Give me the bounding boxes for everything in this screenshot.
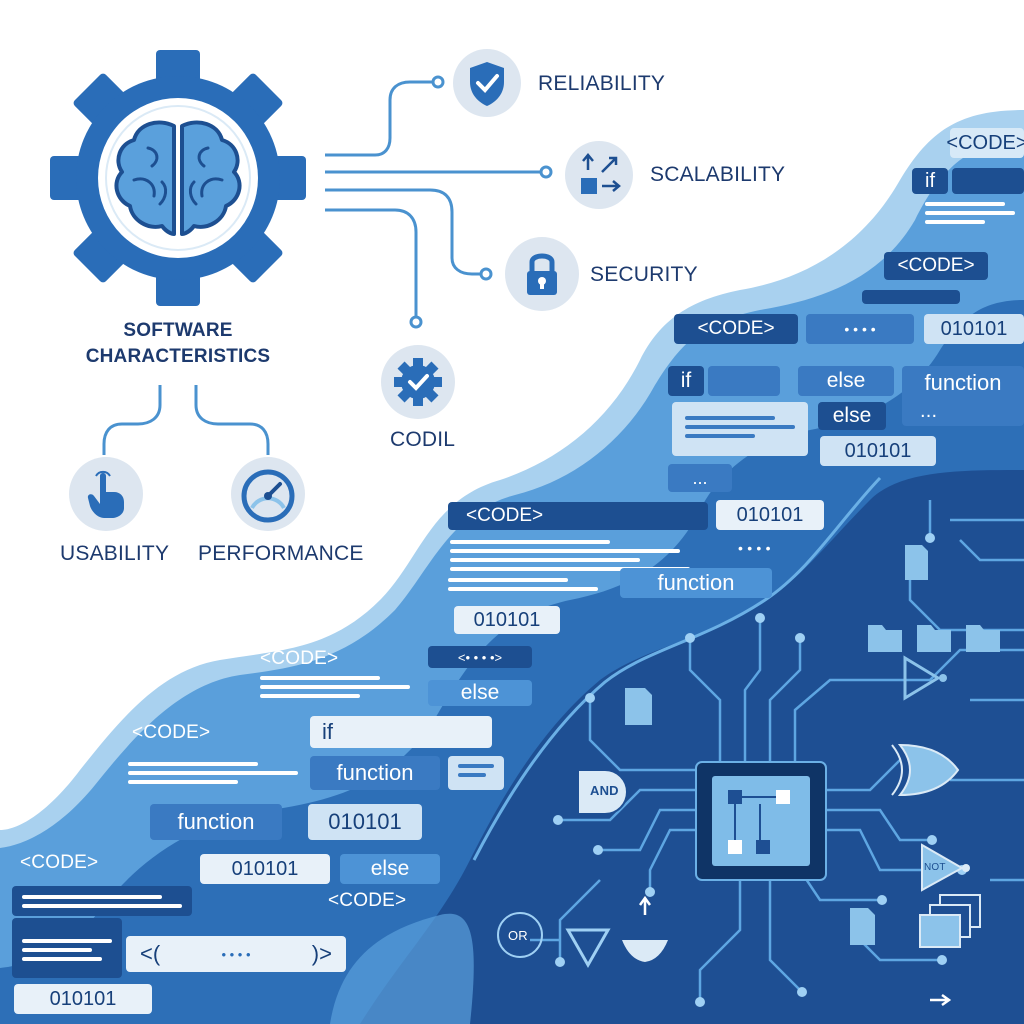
code-lines xyxy=(128,762,298,789)
arrows-chip: <( • • • • )> xyxy=(126,936,346,972)
code-chip: <CODE> xyxy=(884,252,988,280)
code-text: <CODE> xyxy=(328,890,407,911)
else-chip: else xyxy=(798,366,894,396)
code-block xyxy=(12,918,122,978)
code-lines xyxy=(260,676,410,703)
or-gate-icon xyxy=(497,912,543,958)
label-scalability: SCALABILITY xyxy=(650,163,786,186)
code-lines xyxy=(450,540,710,576)
dots-text: • • • • xyxy=(738,540,771,556)
label-reliability: RELIABILITY xyxy=(538,72,666,95)
connector-lines xyxy=(102,75,553,455)
binary-chip: 010101 xyxy=(716,500,824,530)
binary-chip: 010101 xyxy=(454,606,560,634)
code-mini-block xyxy=(448,756,504,790)
speedometer-icon xyxy=(231,457,305,531)
code-text: <CODE> xyxy=(260,648,339,669)
code-block xyxy=(12,886,192,916)
xor-gate-icon xyxy=(891,743,960,797)
arrows-dots: • • • • xyxy=(221,946,251,962)
label-codil: CODIL xyxy=(390,428,456,451)
function-chip: function xyxy=(150,804,282,840)
shield-check-icon xyxy=(453,49,521,117)
code-text: <CODE> xyxy=(132,722,211,743)
else-chip: else xyxy=(340,854,440,884)
code-block xyxy=(672,402,808,456)
code-chip: <CODE> xyxy=(448,502,708,530)
code-bar xyxy=(708,366,780,396)
scale-arrows-icon xyxy=(565,141,633,209)
if-chip: if xyxy=(668,366,704,396)
ellipsis-text: ... xyxy=(920,400,938,422)
or-gate-label: OR xyxy=(508,928,528,943)
binary-chip: 010101 xyxy=(820,436,936,466)
else-chip: else xyxy=(818,402,886,430)
brain-gear-icon xyxy=(50,50,306,306)
hub-title-line2: CHARACTERISTICS xyxy=(85,346,271,367)
not-gate-label: NOT xyxy=(924,862,946,873)
hub-title-line1: SOFTWARE xyxy=(123,320,233,341)
arrow-dots-chip: <• • • •> xyxy=(428,646,532,668)
if-chip: if xyxy=(310,716,492,748)
code-lines xyxy=(448,578,608,596)
label-usability: USABILITY xyxy=(60,542,170,565)
function-keyword: function xyxy=(924,370,1002,395)
label-performance: PERFORMANCE xyxy=(198,542,364,565)
code-lines xyxy=(925,202,1015,229)
cpu-chip-icon xyxy=(695,761,827,881)
code-bar xyxy=(952,168,1024,194)
file-icons xyxy=(625,545,928,945)
buffer-gate-icon xyxy=(903,655,947,701)
folder-icons xyxy=(868,625,1000,652)
function-block: function xyxy=(902,366,1024,426)
code-text: <CODE> xyxy=(20,852,99,873)
gear-check-icon xyxy=(381,345,455,419)
arrows-left: <( xyxy=(140,941,161,966)
not-gate-icon xyxy=(921,843,970,892)
binary-chip: 010101 xyxy=(200,854,330,884)
triangle-gate-icon xyxy=(565,928,611,969)
up-arrow-icon xyxy=(638,895,652,915)
padlock-icon xyxy=(505,237,579,311)
and-gate-icon xyxy=(577,769,628,815)
arrows-right: )> xyxy=(311,941,332,966)
hub-title: SOFTWARE CHARACTERISTICS xyxy=(60,318,296,370)
and-gate-label: AND xyxy=(590,783,619,798)
binary-chip: 010101 xyxy=(308,804,422,840)
dots-chip: • • • • xyxy=(806,314,914,344)
function-chip: function xyxy=(620,568,772,598)
stacked-layers-icon xyxy=(919,894,981,948)
binary-chip: 010101 xyxy=(14,984,152,1014)
code-bar xyxy=(862,290,960,304)
code-chip: <CODE> xyxy=(946,128,1024,158)
label-security: SECURITY xyxy=(590,263,698,286)
circuit-board xyxy=(360,470,1024,1024)
binary-chip: 010101 xyxy=(924,314,1024,344)
ellipsis-chip: ... xyxy=(668,464,732,492)
function-chip: function xyxy=(310,756,440,790)
code-chip: <CODE> xyxy=(674,314,798,344)
right-arrow-icon xyxy=(930,993,952,1007)
if-chip: if xyxy=(912,168,948,194)
pointer-hand-icon xyxy=(69,457,143,531)
shield-gate-icon xyxy=(622,940,668,962)
else-chip: else xyxy=(428,680,532,706)
